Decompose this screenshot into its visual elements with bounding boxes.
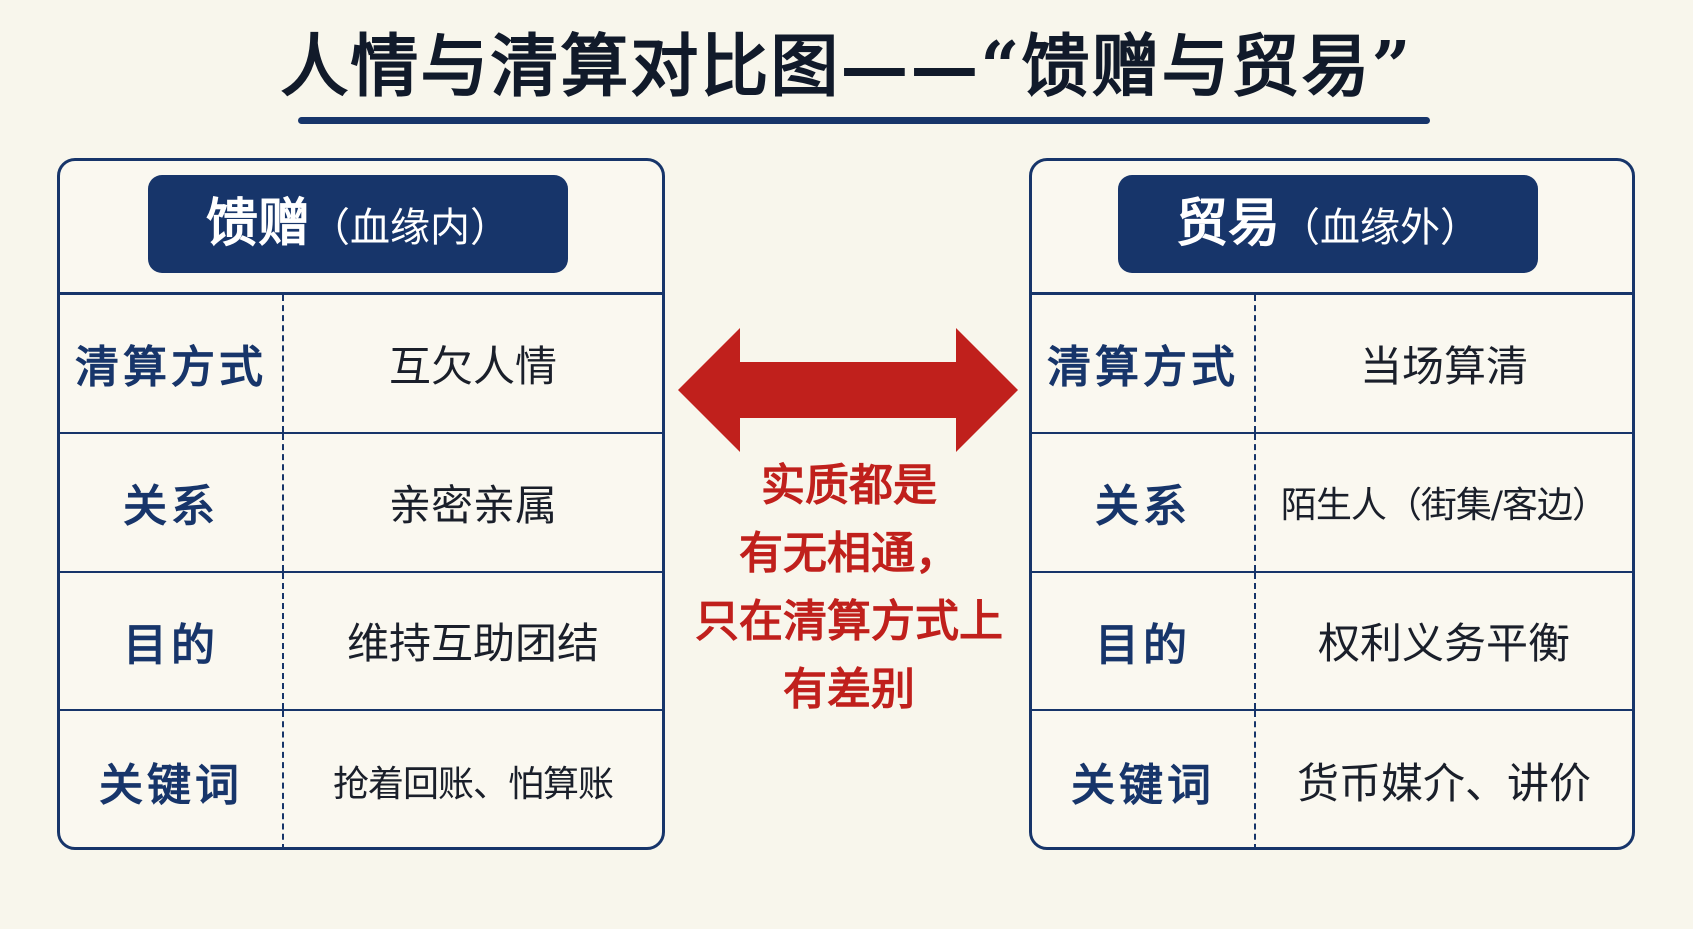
gift-panel-header: 馈赠（血缘内） (60, 161, 662, 295)
gift-rows: 清算方式 互欠人情 关系 亲密亲属 目的 维持互助团结 关键词 抢着回账、怕算账 (60, 295, 662, 847)
title-underline (298, 117, 1430, 124)
table-row: 关键词 抢着回账、怕算账 (60, 711, 662, 847)
row-label: 关键词 (60, 711, 284, 847)
table-row: 目的 维持互助团结 (60, 572, 662, 712)
row-label: 关系 (1032, 433, 1256, 571)
table-row: 目的 权利义务平衡 (1032, 572, 1632, 712)
row-value: 亲密亲属 (388, 480, 557, 530)
row-value: 互欠人情 (388, 341, 557, 391)
row-value: 货币媒介、讲价 (1296, 759, 1591, 809)
row-value: 权利义务平衡 (1317, 619, 1570, 669)
double-arrow-shape (678, 328, 1018, 452)
trade-rows: 清算方式 当场算清 关系 陌生人（街集/客边） 目的 权利义务平衡 关键词 货币… (1032, 295, 1632, 847)
row-label: 目的 (60, 572, 284, 710)
table-row: 清算方式 当场算清 (1032, 295, 1632, 434)
center-statement: 实质都是 有无相通， 只在清算方式上 有差别 (665, 452, 1033, 724)
row-value: 陌生人（街集/客边） (1280, 485, 1608, 527)
gift-header-main: 馈赠 (205, 193, 310, 254)
trade-header-main: 贸易 (1175, 193, 1280, 254)
table-row: 关键词 货币媒介、讲价 (1032, 711, 1632, 847)
page-title: 人情与清算对比图——“馈赠与贸易” (280, 27, 1413, 107)
center-line: 有差别 (783, 664, 915, 715)
row-value: 维持互助团结 (346, 619, 599, 669)
row-label: 清算方式 (60, 295, 284, 432)
row-label: 关键词 (1032, 711, 1256, 847)
row-label: 目的 (1032, 572, 1256, 710)
table-row: 清算方式 互欠人情 (60, 295, 662, 434)
trade-panel: 贸易（血缘外） 清算方式 当场算清 关系 陌生人（街集/客边） 目的 权利义务平… (1029, 158, 1635, 850)
trade-header-sub: （血缘外） (1280, 205, 1480, 251)
gift-header-label: 馈赠（血缘内） (148, 175, 568, 273)
gift-header-sub: （血缘内） (310, 205, 510, 251)
row-label: 清算方式 (1032, 295, 1256, 432)
gift-panel: 馈赠（血缘内） 清算方式 互欠人情 关系 亲密亲属 目的 维持互助团结 关键词 … (57, 158, 665, 850)
table-row: 关系 亲密亲属 (60, 433, 662, 573)
double-arrow-icon (678, 325, 1018, 455)
row-value: 抢着回账、怕算账 (332, 763, 614, 805)
center-line: 有无相通， (739, 528, 959, 579)
row-value: 当场算清 (1359, 341, 1528, 391)
trade-panel-header: 贸易（血缘外） (1032, 161, 1632, 295)
table-row: 关系 陌生人（街集/客边） (1032, 433, 1632, 573)
row-label: 关系 (60, 433, 284, 571)
center-line: 实质都是 (761, 460, 937, 511)
center-line: 只在清算方式上 (695, 596, 1003, 647)
trade-header-label: 贸易（血缘外） (1118, 175, 1538, 273)
double-arrow-svg (678, 328, 1018, 452)
